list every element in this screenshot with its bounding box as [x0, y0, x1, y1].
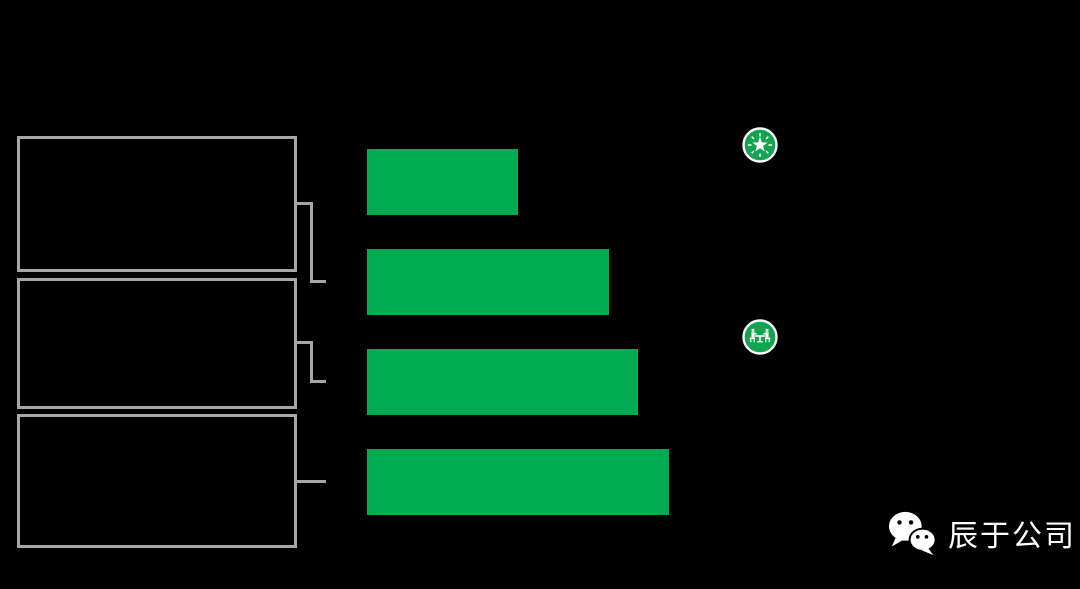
annotation-box-3	[17, 414, 297, 548]
wechat-logo-icon	[888, 511, 937, 556]
connector-1-horizontal-a	[296, 202, 313, 205]
meeting-table-icon	[742, 319, 778, 355]
bar-4	[367, 449, 669, 515]
connector-2-vertical	[310, 341, 313, 383]
connector-2-horizontal-b	[310, 380, 326, 383]
bar-3	[367, 349, 638, 415]
connector-1-vertical	[310, 202, 313, 283]
star-burst-icon	[742, 127, 778, 163]
annotation-box-1	[17, 136, 297, 272]
brand-name: 辰于公司	[948, 519, 1076, 554]
connector-2-horizontal-a	[296, 341, 313, 344]
bar-2	[367, 249, 609, 315]
connector-3-horizontal	[295, 480, 326, 483]
footer-branding: 辰于公司	[886, 508, 1076, 558]
bar-1	[367, 149, 518, 215]
connector-1-horizontal-b	[310, 280, 326, 283]
annotation-box-2	[17, 278, 297, 409]
